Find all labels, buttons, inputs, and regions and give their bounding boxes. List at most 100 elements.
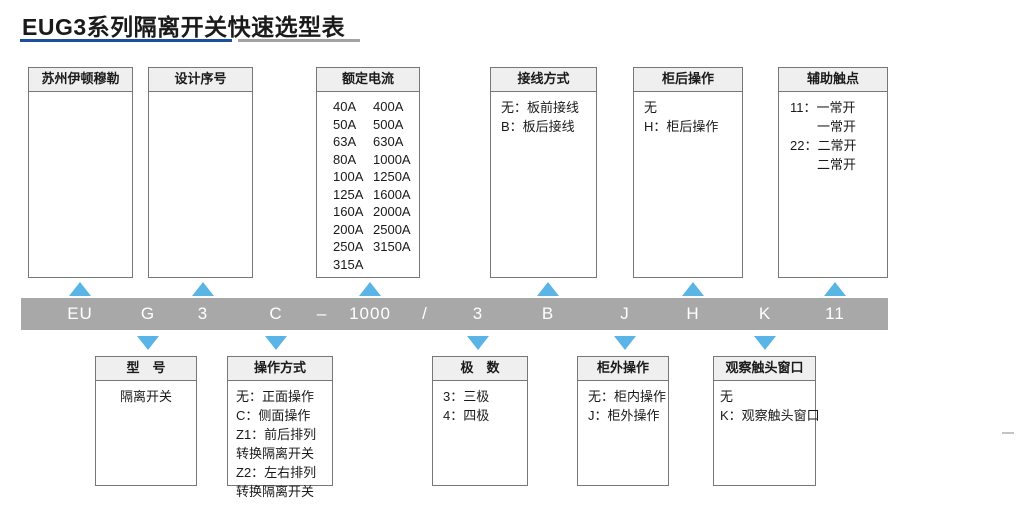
contact-window-box-header: 观察触头窗口 <box>714 357 815 381</box>
rated-current-row: 80A 1000A <box>317 151 419 169</box>
rear-operation-box-header: 柜后操作 <box>634 68 742 92</box>
rated-current-row-cell: 250A <box>333 239 364 254</box>
code-dash-separator: – <box>316 304 328 323</box>
code-wiring-method: B <box>541 304 555 323</box>
title-underline-gray <box>238 39 360 42</box>
operation-mode-option: 转换隔离开关 <box>236 446 315 461</box>
code-design-serial: 3 <box>197 304 209 323</box>
page-title: EUG3系列隔离开关快速选型表 <box>22 14 346 40</box>
design-serial-box-body <box>149 92 252 98</box>
wiring-method-list: 无：板前接线 B：板后接线 <box>491 92 596 136</box>
auxiliary-contact-option: 一常开 <box>817 119 857 134</box>
rated-current-row-cell: 1600A <box>373 186 411 202</box>
contact-window-option: K：观察触头窗口 <box>720 408 820 423</box>
wiring-method-option: 无：板前接线 <box>501 100 580 115</box>
arrow-down-icon <box>467 336 489 350</box>
brand-box: 苏州伊顿穆勒 <box>28 67 133 278</box>
auxiliary-contact-list: 11：一常开一常开 22：二常开二常开 <box>779 92 887 174</box>
rated-current-row: 100A 1250A <box>317 168 419 186</box>
rated-current-row-cell: 315A <box>333 256 364 272</box>
rated-current-row-cell: 500A <box>373 116 404 132</box>
rated-current-row: 63A 630A <box>317 133 419 151</box>
rated-current-row: 50A 500A <box>317 116 419 134</box>
auxiliary-contact-option: 22：二常开 <box>790 138 857 153</box>
code-external-operation: J <box>620 304 630 323</box>
auxiliary-contact-box: 辅助触点 11：一常开一常开 22：二常开二常开 <box>778 67 888 278</box>
brand-box-header: 苏州伊顿穆勒 <box>29 68 132 92</box>
margin-dash <box>1002 432 1014 434</box>
arrow-up-icon <box>359 282 381 296</box>
code-slash-separator: / <box>422 304 428 323</box>
rated-current-row-cell: 160A <box>333 204 364 219</box>
arrow-up-icon <box>69 282 91 296</box>
operation-mode-option: Z2：左右排列 <box>236 465 317 480</box>
rated-current-row-cell: 1000A <box>373 151 411 167</box>
code-operation-mode: C <box>269 304 283 323</box>
design-serial-box-header: 设计序号 <box>149 68 252 92</box>
code-model-type: G <box>140 304 156 323</box>
external-operation-option: 无：柜内操作 <box>588 389 667 404</box>
operation-mode-option: Z1：前后排列 <box>236 427 317 442</box>
code-contact-window: K <box>758 304 772 323</box>
operation-mode-option: 转换隔离开关 <box>236 484 315 499</box>
pole-count-box-header: 极 数 <box>433 357 527 381</box>
design-serial-box: 设计序号 <box>148 67 253 278</box>
model-box: 型 号 隔离开关 <box>95 356 197 486</box>
auxiliary-contact-box-header: 辅助触点 <box>779 68 887 92</box>
arrow-down-icon <box>265 336 287 350</box>
auxiliary-contact-option: 二常开 <box>817 157 857 172</box>
title-underline-blue <box>20 39 232 42</box>
arrow-up-icon <box>537 282 559 296</box>
rated-current-row-cell: 100A <box>333 169 364 184</box>
rated-current-row-cell: 50A <box>333 116 357 132</box>
rated-current-row: 160A 2000A <box>317 203 419 221</box>
code-pole-count: 3 <box>472 304 484 323</box>
rated-current-row-cell: 125A <box>333 186 364 202</box>
arrow-down-icon <box>754 336 776 350</box>
rated-current-row-cell: 3150A <box>373 239 411 254</box>
rated-current-row-cell: 2000A <box>373 204 411 219</box>
model-code-bar: EU G 3 C – 1000 / 3 B J H K 11 <box>21 298 888 330</box>
rated-current-row-cell: 80A <box>333 151 357 167</box>
wiring-method-option: B：板后接线 <box>501 119 575 134</box>
wiring-method-box-header: 接线方式 <box>491 68 596 92</box>
rear-operation-option: H：柜后操作 <box>644 119 719 134</box>
code-rated-current: 1000 <box>349 304 391 323</box>
operation-mode-box-header: 操作方式 <box>228 357 332 381</box>
pole-count-option: 4：四极 <box>443 408 490 423</box>
code-rear-operation: H <box>686 304 700 323</box>
operation-mode-option: C：侧面操作 <box>236 408 311 423</box>
wiring-method-box: 接线方式 无：板前接线 B：板后接线 <box>490 67 597 278</box>
rated-current-row-cell: 63A <box>333 134 357 149</box>
rated-current-row-cell: 200A <box>333 221 364 237</box>
rated-current-row-cell: 400A <box>373 99 404 114</box>
rated-current-row-cell: 1250A <box>373 169 411 184</box>
arrow-up-icon <box>192 282 214 296</box>
pole-count-option: 3：三极 <box>443 389 490 404</box>
model-box-header: 型 号 <box>96 357 196 381</box>
arrow-down-icon <box>614 336 636 350</box>
model-value: 隔离开关 <box>119 389 172 404</box>
auxiliary-contact-option: 11：一常开 <box>790 100 856 115</box>
rated-current-box-header: 额定电流 <box>317 68 419 92</box>
external-operation-box-header: 柜外操作 <box>578 357 668 381</box>
arrow-down-icon <box>137 336 159 350</box>
rated-current-row-cell: 630A <box>373 134 404 149</box>
code-brand: EU <box>67 304 93 323</box>
code-aux-contact: 11 <box>825 304 845 323</box>
arrow-up-icon <box>824 282 846 296</box>
model-list: 隔离开关 <box>96 381 196 406</box>
pole-count-list: 3：三极 4：四极 <box>433 381 527 425</box>
arrow-up-icon <box>682 282 704 296</box>
rated-current-row: 315A <box>317 256 419 274</box>
